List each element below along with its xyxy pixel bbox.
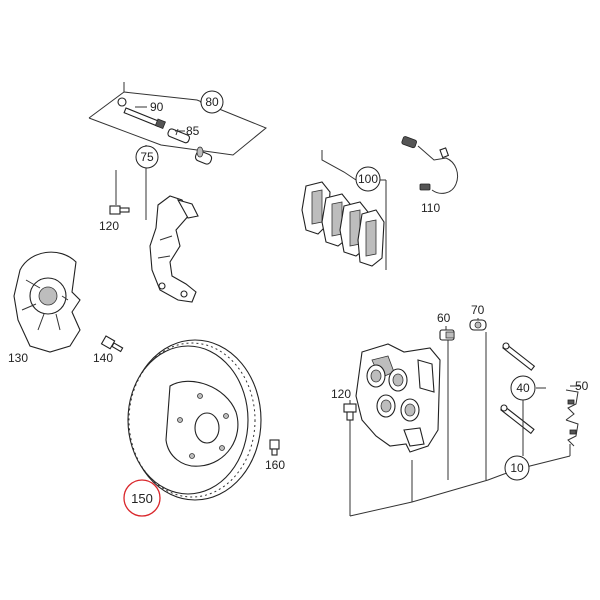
bleed-screw-icon[interactable] (439, 329, 455, 341)
assembly-10-leaders: 10 (349, 455, 571, 517)
wear-sensor-group: 110 (401, 136, 459, 215)
callout-75[interactable] (135, 145, 159, 169)
callout-100-label: 100 (358, 172, 378, 186)
callout-150-label: 150 (131, 491, 153, 506)
brake-disc-icon[interactable] (127, 339, 262, 501)
bleeder-group: 60 70 (437, 303, 487, 480)
callout-140-label[interactable]: 140 (93, 351, 113, 365)
spring-clips-group: 50 (565, 379, 589, 456)
callout-160-label[interactable]: 160 (265, 458, 285, 472)
bolt-120-left: 120 (99, 170, 130, 233)
callout-40-label: 40 (516, 381, 530, 395)
callout-60-label[interactable]: 60 (437, 311, 451, 325)
callout-10-label: 10 (510, 461, 524, 475)
callout-100[interactable] (355, 166, 381, 192)
spring-clip-icon[interactable] (565, 419, 579, 447)
callout-80-label: 80 (205, 95, 219, 109)
guide-pin-icon[interactable] (167, 128, 191, 144)
bolt-140: 140 (93, 335, 124, 365)
callout-10[interactable] (504, 455, 530, 481)
screw-icon[interactable] (269, 439, 280, 456)
callout-85-label[interactable]: 85 (186, 124, 200, 138)
guide-bolt-icon[interactable] (117, 97, 166, 130)
callout-80[interactable] (200, 90, 224, 114)
bolt-icon[interactable] (109, 205, 130, 215)
bleed-cap-icon[interactable] (469, 319, 487, 331)
wear-sensor-icon[interactable] (401, 136, 459, 194)
caliper-bracket-icon[interactable] (149, 195, 199, 303)
spring-clip-icon[interactable] (565, 389, 579, 421)
callout-130-label[interactable]: 130 (8, 351, 28, 365)
brake-caliper-icon[interactable] (355, 343, 441, 453)
brake-pads-group: 100 (301, 150, 387, 270)
bolt-icon[interactable] (343, 403, 357, 421)
callout-110-label[interactable]: 110 (421, 201, 440, 215)
callout-120a-label[interactable]: 120 (99, 219, 119, 233)
guide-sleeve-icon[interactable] (194, 146, 213, 165)
guide-pins-group: 40 (500, 342, 546, 456)
callout-70-label[interactable]: 70 (471, 303, 485, 317)
dust-shield-icon[interactable] (13, 251, 81, 353)
callout-90-label[interactable]: 90 (150, 100, 164, 114)
callout-120b-label[interactable]: 120 (331, 387, 351, 401)
bolt-120-right: 120 (331, 387, 357, 516)
bolt-icon[interactable] (100, 335, 124, 353)
bolt-pin-group: 80 90 85 75 (88, 82, 267, 220)
guide-pin-icon[interactable] (502, 342, 536, 371)
screw-160: 160 (265, 439, 285, 472)
callout-50-label[interactable]: 50 (575, 379, 589, 393)
callout-75-label: 75 (140, 150, 154, 164)
guide-pin-icon[interactable] (500, 404, 535, 435)
callout-150-highlight[interactable] (123, 479, 161, 517)
brake-pad-icon[interactable] (357, 209, 385, 267)
